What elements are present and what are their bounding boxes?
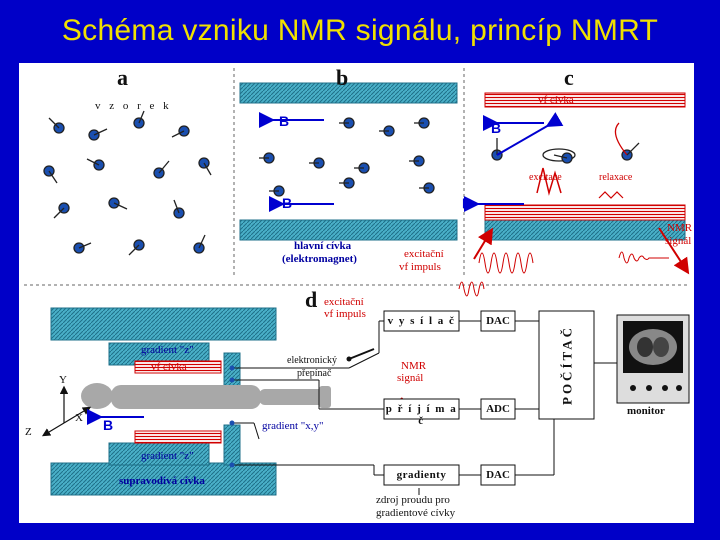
axis-y-label: Y <box>59 374 67 386</box>
b-field-label-4: B <box>462 195 473 211</box>
vysilac-box <box>383 310 460 332</box>
section-b-label: b <box>336 65 349 90</box>
pocitac-box <box>538 310 595 420</box>
b-field-label-3: B <box>491 120 502 136</box>
gradienty-box <box>383 464 460 486</box>
gradienty-label: gradienty <box>396 469 447 481</box>
pocitac-label: POČÍTAČ <box>559 325 575 405</box>
dac-box-2 <box>480 464 516 486</box>
elektronicky-label: elektronický <box>287 355 337 366</box>
gradientove-label: gradientové cívky <box>376 507 456 519</box>
elektromagnet-label: (elektromagnet) <box>282 253 357 265</box>
vf-impuls-d-label: vf impuls <box>324 308 366 320</box>
excitace-label: excitace <box>529 172 562 183</box>
adc-box <box>480 398 516 420</box>
relaxace-label: relaxace <box>599 172 633 183</box>
supravodiva-label: supravodivá cívka <box>119 475 205 487</box>
signal-label-d: signál <box>397 372 424 384</box>
gradient-xy-label: gradient "x,y" <box>262 420 324 432</box>
diagram-graphics <box>24 68 690 496</box>
monitor-label: monitor <box>627 405 665 417</box>
prepinac-label: přepínač <box>297 368 332 379</box>
vysilac-label: v y s í l a č <box>387 315 456 327</box>
axis-x-label: X <box>75 412 83 424</box>
vzorek-label: v z o r e k <box>95 100 172 112</box>
main-coil-bottom <box>239 219 458 241</box>
vf-civka-d-label: vf cívka <box>151 361 187 373</box>
section-d-label: d <box>305 287 318 312</box>
main-coil-top <box>239 82 458 104</box>
gradient-z-top-label: gradient "z" <box>141 344 194 356</box>
gradient-z-top <box>50 307 277 341</box>
dac-label-1: DAC <box>486 315 510 327</box>
rf-coil-bottom-c <box>484 204 686 221</box>
section-a-label: a <box>117 65 128 90</box>
hlavni-civka-label: hlavní cívka <box>294 240 352 252</box>
axis-z-label: Z <box>25 426 32 438</box>
dac-box-1 <box>480 310 516 332</box>
vf-impuls-label: vf impuls <box>399 261 441 273</box>
b-field-label-d: B <box>103 417 114 433</box>
excitacni-impuls-label: excitační <box>404 248 444 260</box>
adc-label: ADC <box>486 403 510 415</box>
dac-label-2: DAC <box>486 469 510 481</box>
spins-a <box>43 110 212 256</box>
vf-civka-top-label: vf cívka <box>538 94 574 106</box>
diagram-panel: a b c d v z o r e k vf cívka excitace re… <box>19 63 694 523</box>
slide-title: Schéma vzniku NMR signálu, princíp NMRT <box>61 14 659 47</box>
prijimac-label: p ř í j í m a č <box>385 403 458 427</box>
nmr-label-d: NMR <box>401 360 427 372</box>
gradient-z-bottom-label: gradient "z" <box>141 450 194 462</box>
rf-coil-top-c <box>484 92 686 108</box>
main-coil-c <box>484 219 686 241</box>
section-c-label: c <box>564 65 574 90</box>
patient-silhouette <box>81 383 331 409</box>
nmr-label-c: NMR <box>667 222 693 234</box>
b-field-label-1: B <box>279 113 290 129</box>
b-field-label-2: B <box>282 195 293 211</box>
zdroj-label: zdroj proudu pro <box>376 494 450 506</box>
prijimac-box <box>383 398 460 420</box>
signal-label-c: signál <box>665 235 692 247</box>
excitacni-d-label: excitační <box>324 296 364 308</box>
